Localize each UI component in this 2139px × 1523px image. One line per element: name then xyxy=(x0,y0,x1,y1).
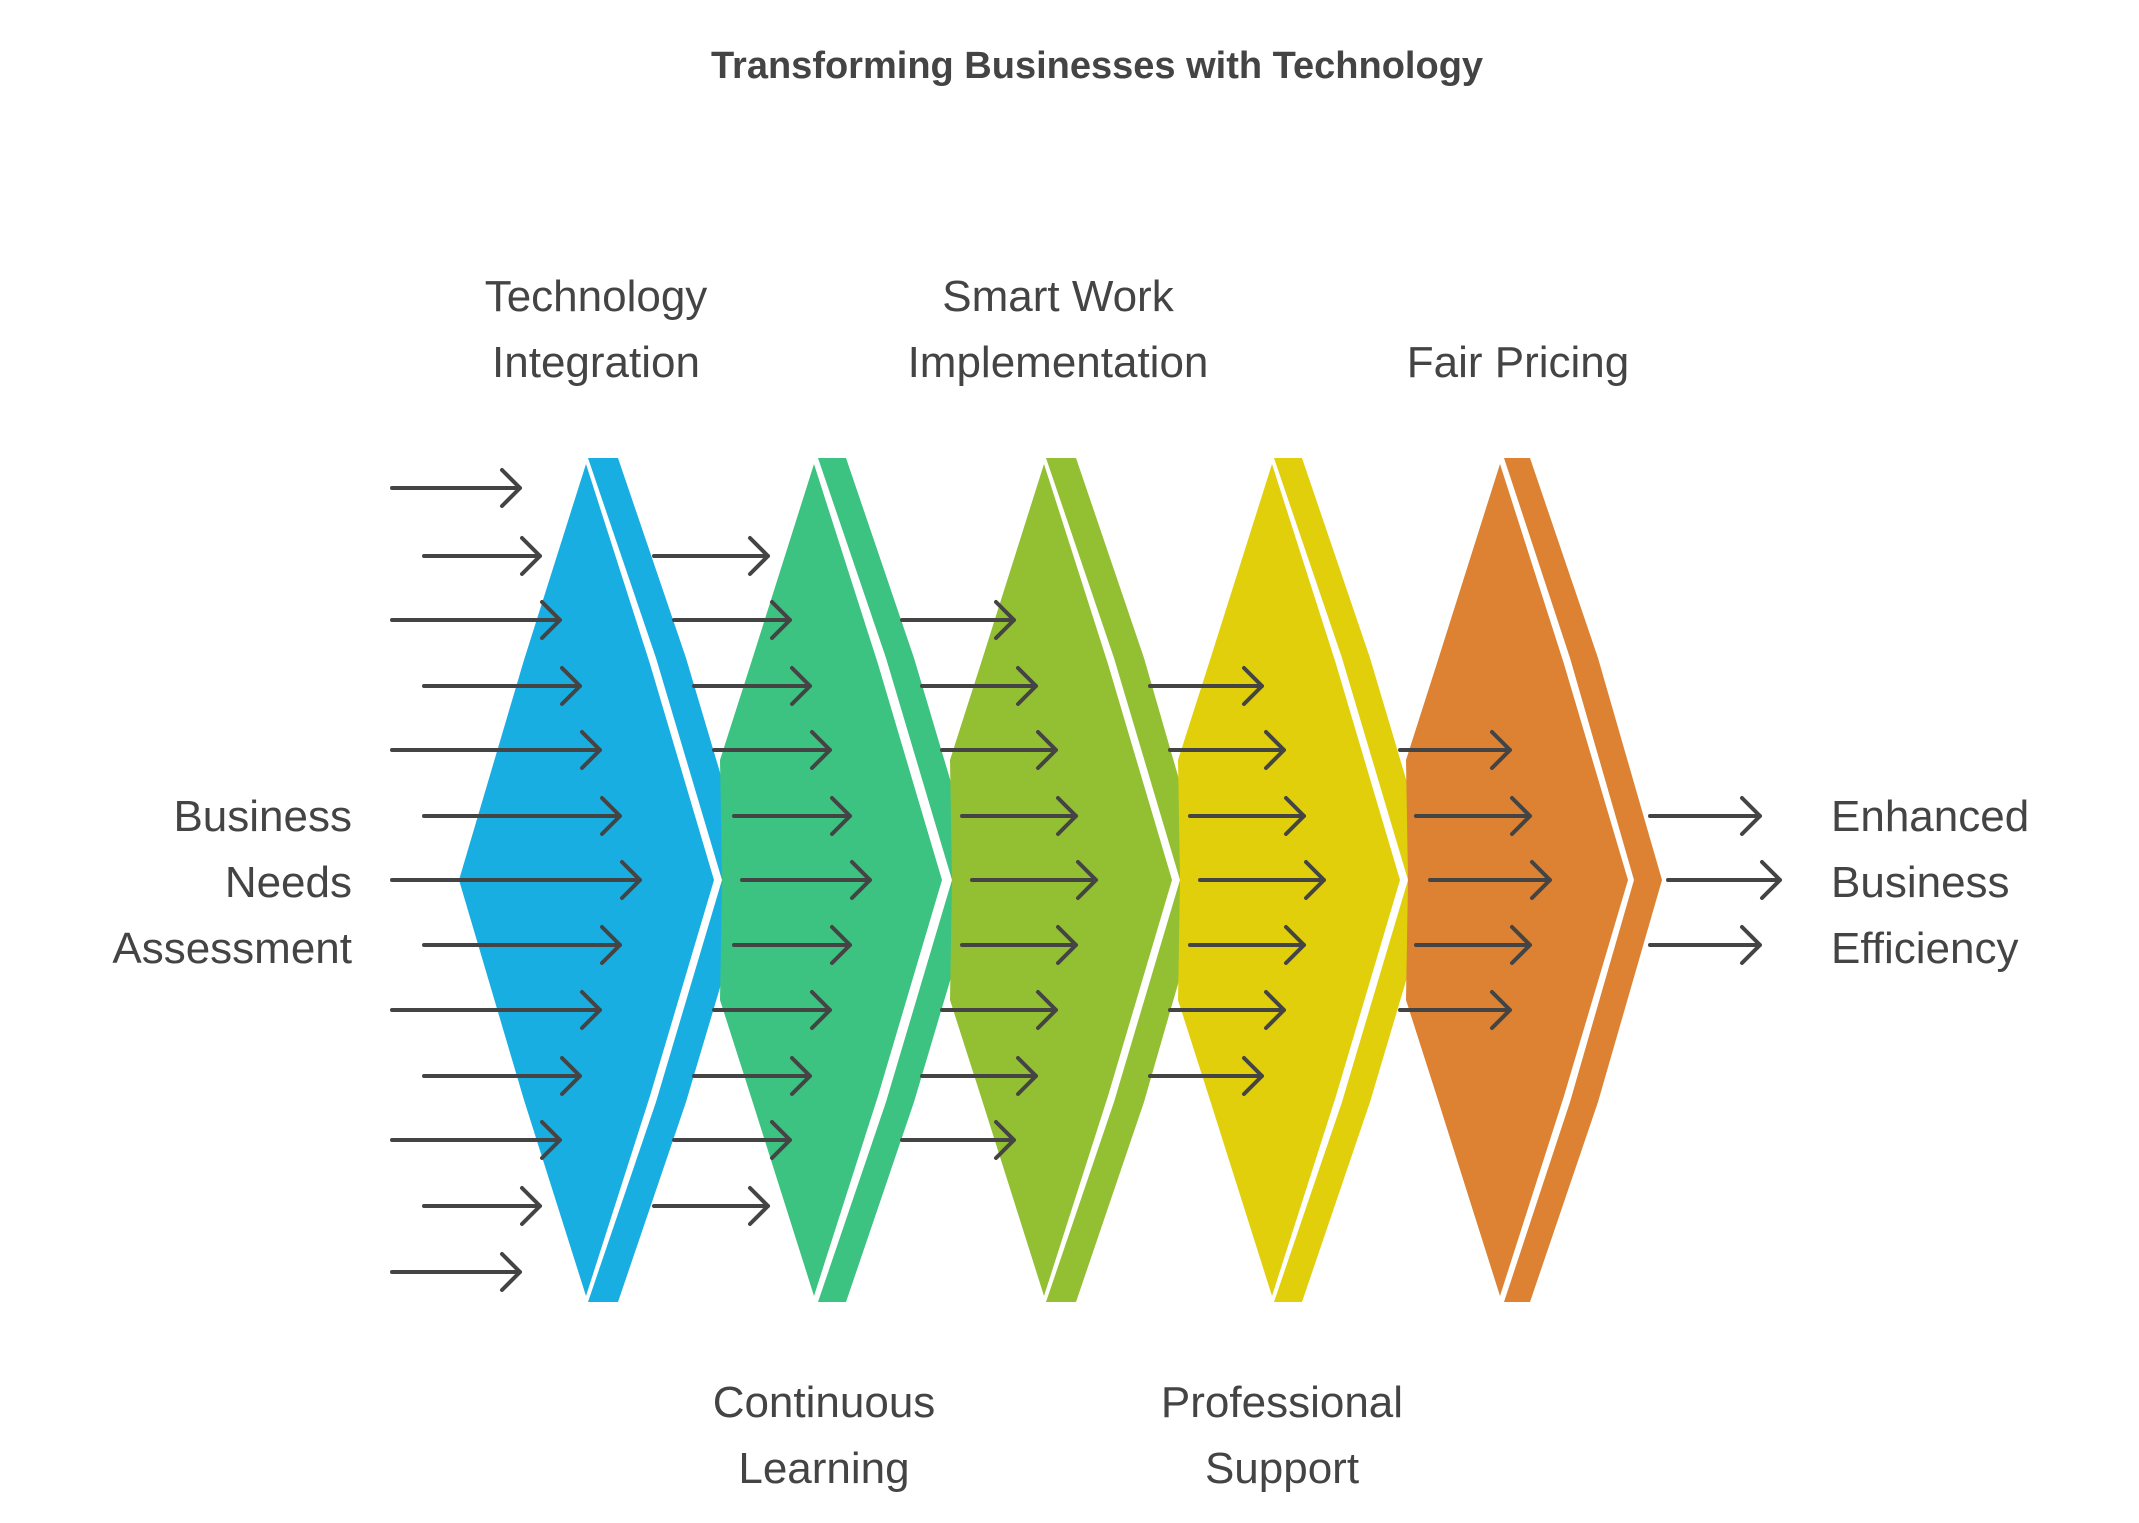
flow-arrow-icon xyxy=(940,990,1058,1030)
stage-label-line-1: Professional xyxy=(1161,1378,1403,1427)
stage-label-line-1: Smart Work xyxy=(942,272,1174,321)
flow-arrow-icon xyxy=(422,536,542,576)
input-label: Business Needs Assessment xyxy=(112,792,352,973)
stage-continuous-learning: Continuous Learning xyxy=(713,458,980,1493)
diagram-title: Transforming Businesses with Technology xyxy=(711,45,1483,87)
flow-arrow-icon xyxy=(1414,796,1532,836)
flow-arrow-icon xyxy=(1168,990,1286,1030)
output-label-line-2: Business xyxy=(1831,858,2010,907)
flow-arrow-icon xyxy=(740,860,872,900)
stage-band xyxy=(1046,458,1208,1302)
flow-arrow-icon xyxy=(390,730,602,770)
flow-arrow-icon xyxy=(1198,860,1326,900)
flow-arrow-icon xyxy=(970,860,1098,900)
flow-arrows xyxy=(390,468,1782,1292)
flow-arrow-icon xyxy=(940,730,1058,770)
flow-arrow-icon xyxy=(672,600,792,640)
flow-arrow-icon xyxy=(1398,990,1512,1030)
stage-label-line-1: Fair Pricing xyxy=(1407,338,1630,387)
flow-arrow-icon xyxy=(1414,925,1532,965)
flow-arrow-icon xyxy=(390,1120,562,1160)
stage-label-line-2: Learning xyxy=(738,1444,909,1493)
flow-arrow-icon xyxy=(1148,1056,1264,1096)
stage-band xyxy=(1274,458,1436,1302)
stage-technology-integration: Technology Integration xyxy=(459,272,752,1302)
flow-arrow-icon xyxy=(1666,860,1782,900)
flow-arrow-icon xyxy=(920,1056,1038,1096)
flow-arrow-icon xyxy=(1648,925,1762,965)
flow-arrow-icon xyxy=(422,925,622,965)
flow-arrow-icon xyxy=(960,925,1078,965)
flow-arrow-icon xyxy=(390,990,602,1030)
flow-arrow-icon xyxy=(900,1120,1016,1160)
flow-arrow-icon xyxy=(390,468,522,508)
flow-arrow-icon xyxy=(1398,730,1512,770)
stage-label-line-2: Support xyxy=(1205,1444,1359,1493)
flow-arrow-icon xyxy=(1648,796,1762,836)
stage-label-line-2: Implementation xyxy=(908,338,1209,387)
flow-arrow-icon xyxy=(652,536,770,576)
stage-band xyxy=(818,458,980,1302)
stage-professional-support: Professional Support xyxy=(1161,458,1436,1493)
stage-fair-pricing: Fair Pricing xyxy=(1406,338,1662,1302)
input-label-line-2: Needs xyxy=(225,858,352,907)
flow-arrow-icon xyxy=(652,1186,770,1226)
flow-arrow-icon xyxy=(1168,730,1286,770)
flow-arrow-icon xyxy=(422,1056,582,1096)
flow-arrow-icon xyxy=(692,1056,812,1096)
flow-arrow-icon xyxy=(920,666,1038,706)
flow-arrow-icon xyxy=(732,796,852,836)
stage-label-line-1: Continuous xyxy=(713,1378,936,1427)
output-label-line-3: Efficiency xyxy=(1831,924,2019,973)
stage-label-line-2: Integration xyxy=(492,338,700,387)
flow-arrow-icon xyxy=(422,796,622,836)
flow-arrow-icon xyxy=(692,666,812,706)
input-label-line-3: Assessment xyxy=(112,924,352,973)
flow-arrow-icon xyxy=(1428,860,1552,900)
flow-arrow-icon xyxy=(960,796,1078,836)
flow-arrow-icon xyxy=(900,600,1016,640)
flow-arrow-icon xyxy=(1148,666,1264,706)
flow-arrow-icon xyxy=(422,666,582,706)
flow-arrow-icon xyxy=(672,1120,792,1160)
flow-arrow-icon xyxy=(422,1186,542,1226)
flow-arrow-icon xyxy=(390,600,562,640)
flow-arrow-icon xyxy=(1188,796,1306,836)
flow-arrow-icon xyxy=(712,990,832,1030)
flow-arrow-icon xyxy=(732,925,852,965)
flow-arrow-icon xyxy=(390,1252,522,1292)
output-label: Enhanced Business Efficiency xyxy=(1831,792,2029,973)
stage-band xyxy=(588,458,752,1302)
flow-arrow-icon xyxy=(390,860,642,900)
output-label-line-1: Enhanced xyxy=(1831,792,2029,841)
stage-smart-work-implementation: Smart Work Implementation xyxy=(908,272,1209,1302)
input-label-line-1: Business xyxy=(173,792,352,841)
flow-arrow-icon xyxy=(1188,925,1306,965)
flow-arrow-icon xyxy=(712,730,832,770)
stage-band xyxy=(1504,458,1662,1302)
stage-label-line-1: Technology xyxy=(485,272,708,321)
